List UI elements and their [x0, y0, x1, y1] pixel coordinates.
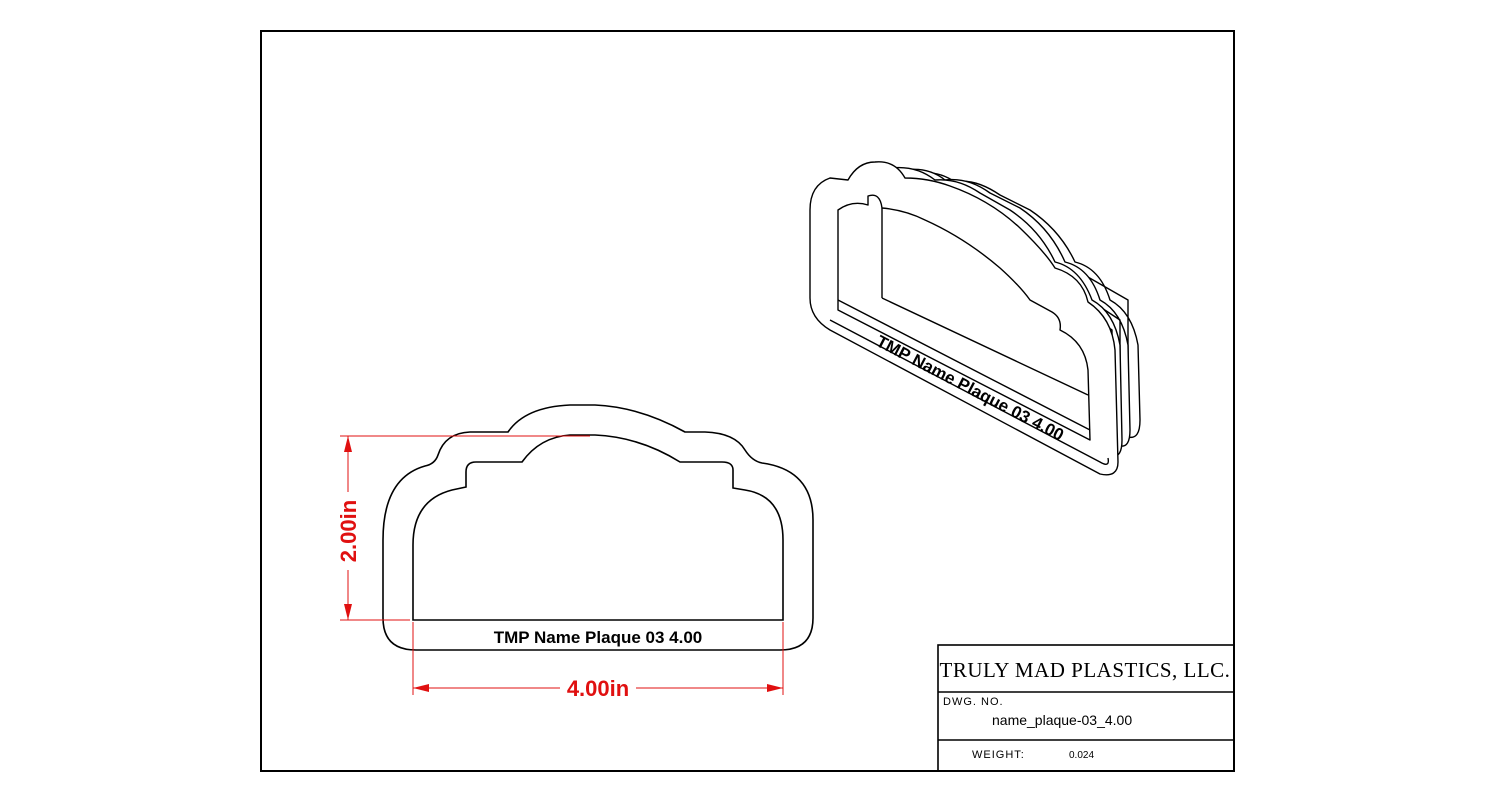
iso-inner-floor-edge	[837, 299, 1091, 431]
width-arrow-right	[767, 684, 783, 692]
isometric-view: TMP Name Plaque 03 4.00	[809, 161, 1141, 476]
front-outer-outline	[382, 404, 814, 651]
iso-inner-opening	[837, 194, 1091, 441]
dwg-no-label: DWG. NO.	[943, 696, 1004, 708]
dwg-no-value: name_plaque-03_4.00	[992, 712, 1132, 728]
dimensions: 4.00in 2.00in	[336, 435, 784, 701]
height-arrow-top	[344, 436, 352, 452]
iso-outer-face	[809, 161, 1119, 476]
iso-bottom-rim	[829, 319, 1110, 465]
height-arrow-bottom	[344, 604, 352, 620]
front-embossed-text: TMP Name Plaque 03 4.00	[494, 628, 703, 647]
front-view: TMP Name Plaque 03 4.00	[382, 404, 814, 651]
weight-value: 0.024	[1069, 750, 1094, 761]
width-dimension-label: 4.00in	[567, 676, 629, 701]
width-arrow-left	[413, 684, 429, 692]
weight-label: WEIGHT:	[972, 749, 1025, 761]
title-block: TRULY MAD PLASTICS, LLC. DWG. NO. name_p…	[937, 644, 1235, 772]
sheet-border	[260, 30, 1235, 772]
company-name: TRULY MAD PLASTICS, LLC.	[940, 658, 1231, 682]
iso-inner-floor-back	[881, 297, 1089, 396]
front-inner-outline	[412, 434, 784, 621]
height-dimension-label: 2.00in	[336, 500, 361, 562]
title-block-frame	[937, 644, 1235, 772]
